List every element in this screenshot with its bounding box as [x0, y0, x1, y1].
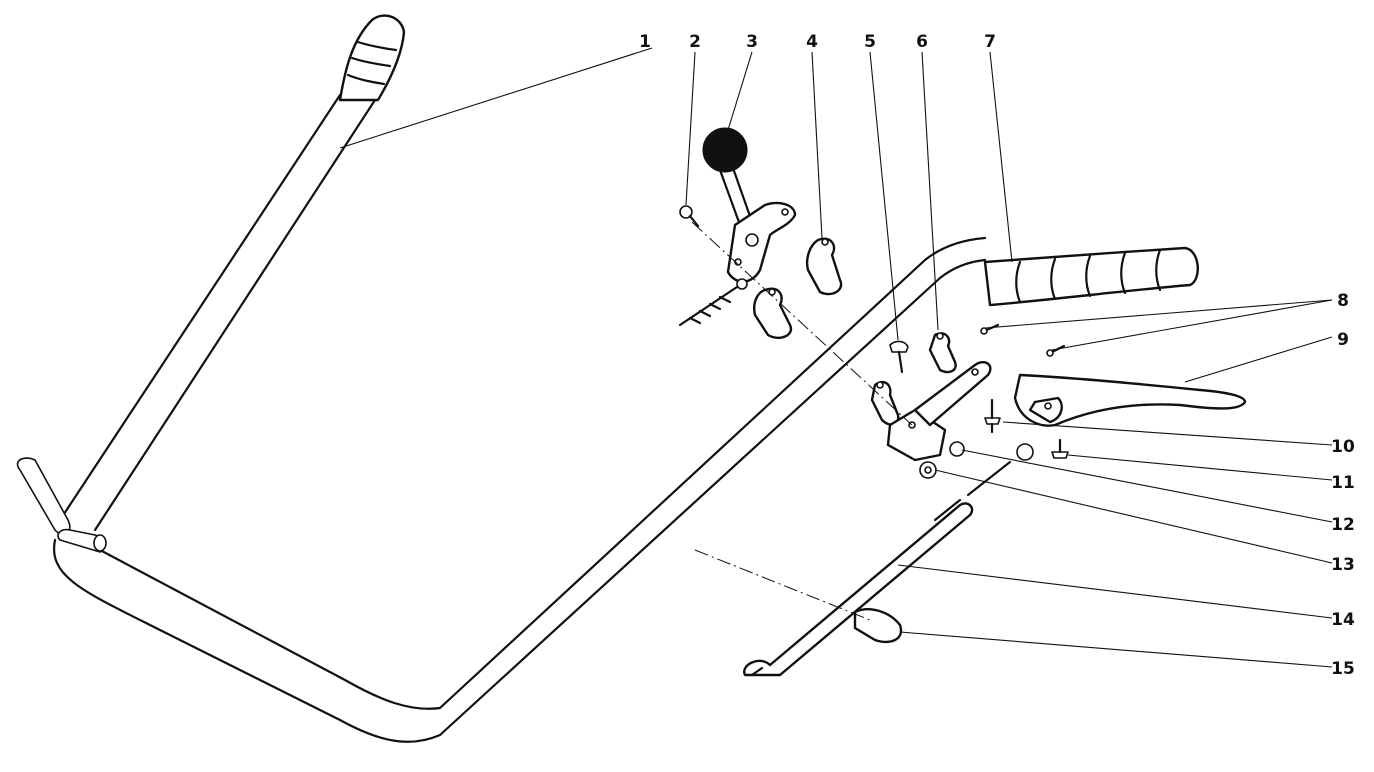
cable-clip-part-15 [853, 608, 903, 644]
handlebar-tube [16, 14, 987, 743]
callout-2: 2 [689, 32, 701, 52]
right-grip [983, 246, 1199, 307]
callout-12: 12 [1331, 515, 1355, 535]
brake-cable-part-14 [743, 443, 1034, 677]
screws-part-10-11 [984, 398, 1069, 459]
clamp-part-4 [753, 237, 843, 339]
leader-lines [339, 47, 1333, 668]
callout-15: 15 [1331, 659, 1355, 679]
callout-8: 8 [1337, 291, 1349, 311]
callout-5: 5 [864, 32, 876, 52]
callout-7: 7 [984, 32, 996, 52]
callout-11: 11 [1331, 473, 1355, 493]
callout-13: 13 [1331, 555, 1355, 575]
brake-lever-part-9 [1013, 373, 1247, 427]
brake-mount-block [870, 332, 992, 479]
throttle-lever [678, 127, 797, 327]
callout-9: 9 [1337, 330, 1349, 350]
callout-10: 10 [1331, 437, 1355, 457]
callout-4: 4 [806, 32, 818, 52]
screws-part-8 [980, 323, 1066, 357]
callout-3: 3 [746, 32, 758, 52]
callout-labels: 1 2 3 4 5 6 7 8 9 10 11 12 13 14 15 [639, 32, 1355, 679]
callout-14: 14 [1331, 610, 1355, 630]
callout-1: 1 [639, 32, 651, 52]
callout-6: 6 [916, 32, 928, 52]
screw-part-2 [679, 205, 700, 228]
